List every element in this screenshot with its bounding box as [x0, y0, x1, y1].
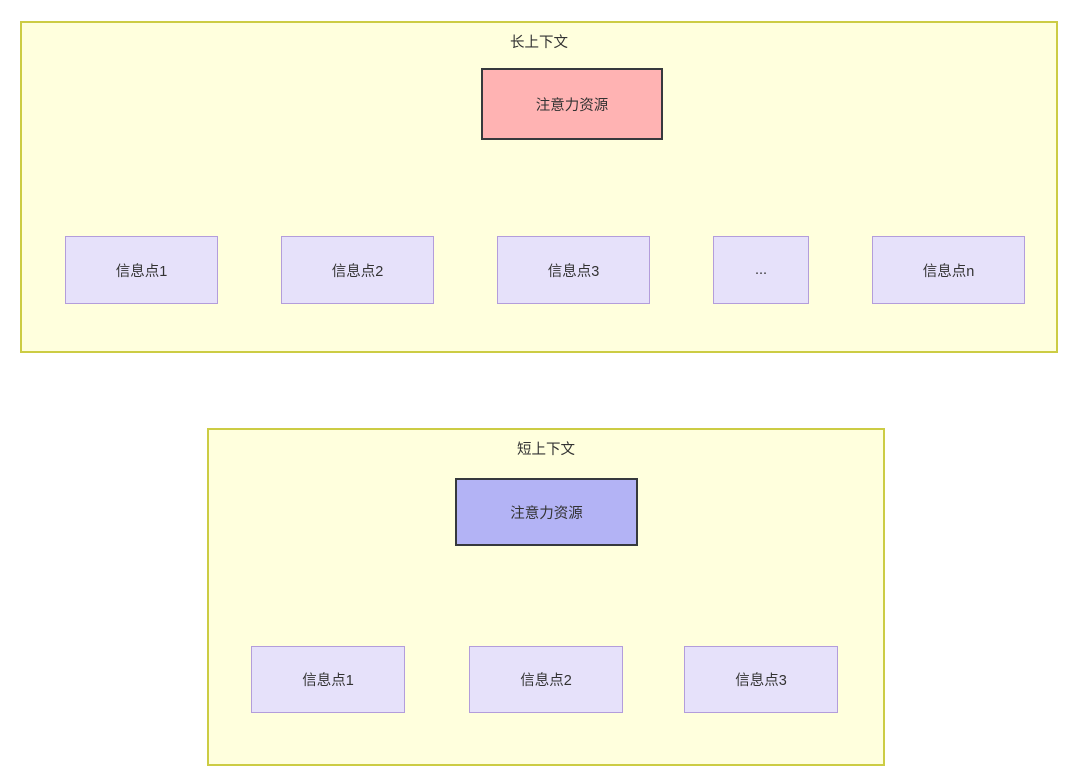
node-label: 注意力资源 [510, 505, 583, 522]
node-info-point-3-short[interactable]: 信息点3 [684, 646, 838, 713]
node-label: 信息点n [922, 263, 975, 280]
node-label: 信息点2 [331, 263, 384, 280]
node-attention-resource-short[interactable]: 注意力资源 [455, 478, 638, 546]
node-info-point-ellipsis-long[interactable]: ... [713, 236, 809, 304]
node-info-point-n-long[interactable]: 信息点n [872, 236, 1025, 304]
node-label: 信息点1 [115, 263, 168, 280]
node-label: 注意力资源 [535, 97, 609, 114]
node-info-point-1-short[interactable]: 信息点1 [251, 646, 405, 713]
node-label: ... [754, 262, 768, 278]
panel-long-context-title: 长上下文 [510, 35, 568, 51]
node-label: 信息点2 [520, 673, 572, 689]
node-info-point-2-short[interactable]: 信息点2 [469, 646, 623, 713]
node-info-point-1-long[interactable]: 信息点1 [65, 236, 218, 304]
node-label: 信息点3 [735, 673, 787, 689]
node-label: 信息点1 [302, 673, 354, 689]
node-info-point-3-long[interactable]: 信息点3 [497, 236, 650, 304]
node-label: 信息点3 [547, 263, 600, 280]
panel-short-context-title: 短上下文 [517, 442, 575, 458]
node-attention-resource-long[interactable]: 注意力资源 [481, 68, 663, 140]
node-info-point-2-long[interactable]: 信息点2 [281, 236, 434, 304]
